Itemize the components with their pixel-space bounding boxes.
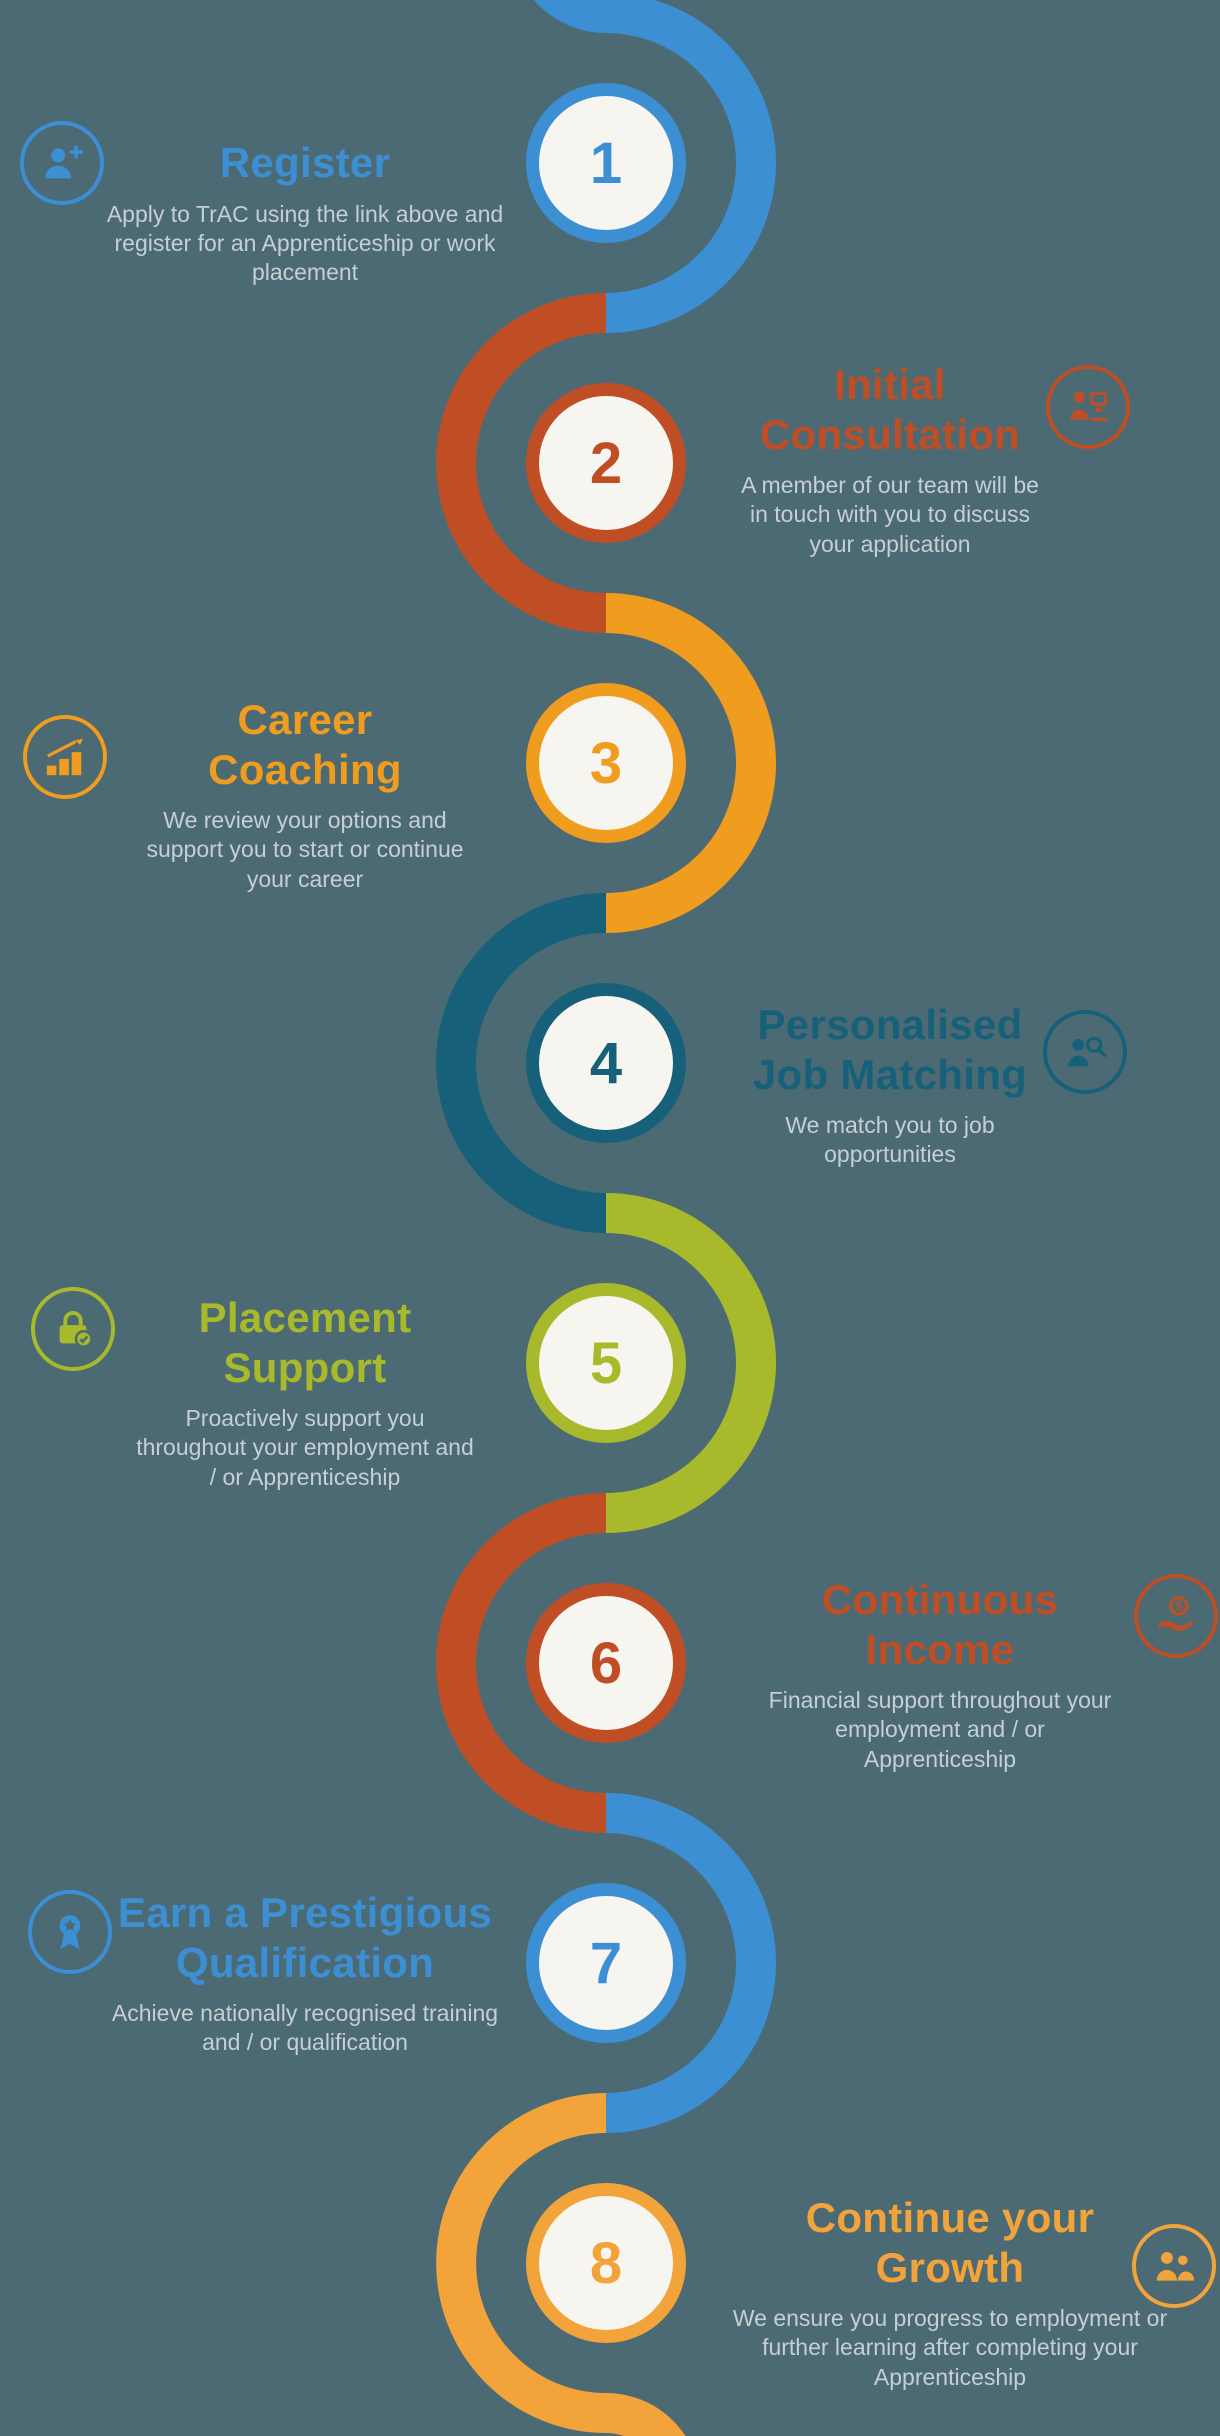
step-8-number-circle: 8 [526, 2183, 686, 2343]
person-magnifier-glyph [1068, 1036, 1107, 1067]
lead-out-arc [605, 2393, 686, 2436]
step-4-text-block: Personalised Job Matching We match you t… [680, 1000, 1100, 1170]
step-6-number: 6 [589, 1630, 623, 1696]
step-5-number-circle: 5 [526, 1283, 686, 1443]
arc-step-3 [605, 593, 776, 933]
step-5-text-block: Placement Support Proactively support yo… [75, 1293, 535, 1492]
step-2-number-circle: 2 [526, 383, 686, 543]
hand-coin-glyph: $ [1158, 1596, 1194, 1632]
career-steps-glyph [46, 738, 83, 776]
arc-step-7 [605, 1793, 776, 2133]
step-1-text-block: Register Apply to TrAC using the link ab… [75, 138, 535, 287]
career-coaching-icon [23, 715, 107, 799]
arc-step-5 [605, 1193, 776, 1533]
step-1-title: Register [219, 139, 391, 186]
step-7-description: Achieve nationally recognised training a… [111, 2000, 499, 2056]
arc-step-2 [436, 293, 607, 633]
step-6-title: Continuous Income [821, 1576, 1059, 1673]
step-4-number-circle: 4 [526, 983, 686, 1143]
step-6-description: Financial support throughout your employ… [768, 1687, 1112, 1772]
arc-step-4 [436, 893, 607, 1233]
step-4-number: 4 [589, 1030, 623, 1096]
step-2-text-block: Initial Consultation A member of our tea… [680, 360, 1100, 559]
step-5-description: Proactively support you throughout your … [136, 1405, 474, 1490]
medal-star-glyph [59, 1915, 81, 1950]
step-8-number: 8 [589, 2230, 623, 2296]
step-8-description: We ensure you progress to employment or … [732, 2305, 1168, 2390]
step-6-text-block: Continuous Income Financial support thro… [710, 1575, 1170, 1774]
person-add-glyph [45, 145, 83, 179]
placement-lock-icon [31, 1287, 115, 1371]
step-8-title: Continue your Growth [805, 2194, 1095, 2291]
step-1-description: Apply to TrAC using the link above and r… [106, 200, 504, 285]
step-5-number: 5 [589, 1330, 623, 1396]
step-8-text-block: Continue your Growth We ensure you progr… [700, 2193, 1200, 2392]
hand-dollar-icon: $ [1134, 1574, 1218, 1658]
step-4-description: We match you to job opportunities [785, 1112, 995, 1168]
lead-in-arc [534, 0, 607, 33]
svg-text:$: $ [1175, 1598, 1183, 1613]
consultation-glyph [1070, 391, 1108, 421]
step-4-title: Personalised Job Matching [752, 1001, 1028, 1098]
qualification-icon [28, 1890, 112, 1974]
step-7-text-block: Earn a Prestigious Qualification Achieve… [75, 1888, 535, 2058]
step-2-number: 2 [589, 430, 623, 496]
consultation-icon [1046, 365, 1130, 449]
step-3-description: We review your options and support you t… [146, 807, 464, 892]
step-1-number: 1 [589, 130, 623, 196]
step-3-title: Career Coaching [208, 696, 402, 793]
step-5-title: Placement Support [198, 1294, 412, 1391]
person-add-icon [20, 121, 104, 205]
arc-step-1 [605, 0, 776, 333]
arc-step-6 [436, 1493, 607, 1833]
job-matching-icon [1043, 1010, 1127, 1094]
step-3-number: 3 [589, 730, 623, 796]
step-7-number: 7 [589, 1930, 623, 1996]
arc-step-8 [436, 2093, 607, 2433]
step-2-title: Initial Consultation [759, 361, 1021, 458]
step-2-description: A member of our team will be in touch wi… [741, 472, 1039, 557]
step-7-number-circle: 7 [526, 1883, 686, 2043]
two-people-glyph [1156, 2252, 1195, 2281]
step-6-number-circle: 6 [526, 1583, 686, 1743]
step-3-number-circle: 3 [526, 683, 686, 843]
step-1-number-circle: 1 [526, 83, 686, 243]
growth-icon [1132, 2224, 1216, 2308]
step-7-title: Earn a Prestigious Qualification [117, 1889, 493, 1986]
lock-check-glyph [59, 1311, 93, 1348]
step-3-text-block: Career Coaching We review your options a… [75, 695, 535, 894]
